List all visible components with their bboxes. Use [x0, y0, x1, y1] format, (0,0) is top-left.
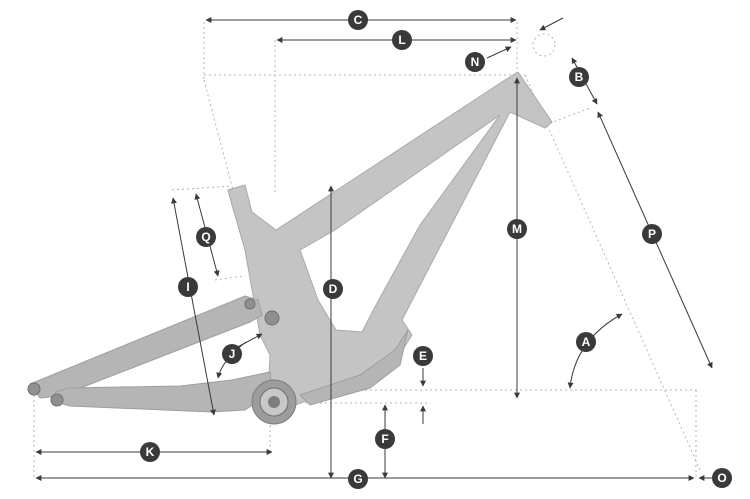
label-a: A: [576, 332, 596, 352]
svg-text:G: G: [353, 472, 362, 486]
svg-text:C: C: [354, 13, 363, 27]
label-i: I: [178, 277, 198, 297]
svg-text:P: P: [648, 227, 656, 241]
label-j: J: [222, 344, 242, 364]
svg-text:L: L: [398, 33, 405, 47]
svg-text:M: M: [512, 222, 522, 236]
label-f: F: [375, 429, 395, 449]
svg-text:O: O: [717, 471, 726, 485]
label-l: L: [392, 30, 412, 50]
label-m: M: [507, 219, 527, 239]
svg-text:F: F: [381, 432, 388, 446]
motor-cover: [299, 329, 409, 406]
svg-text:N: N: [471, 55, 480, 69]
svg-text:D: D: [329, 282, 338, 296]
pivot-link: [244, 298, 256, 310]
label-b: B: [569, 67, 589, 87]
label-q: Q: [196, 227, 216, 247]
rear-pivot: [50, 393, 64, 407]
svg-text:Q: Q: [201, 230, 210, 244]
label-o: O: [712, 468, 732, 488]
bike-frame: [27, 71, 553, 425]
svg-text:E: E: [419, 349, 427, 363]
svg-text:J: J: [229, 347, 236, 361]
crank-axle: [268, 396, 280, 408]
label-c: C: [348, 10, 368, 30]
svg-text:A: A: [582, 335, 591, 349]
label-n: N: [465, 52, 485, 72]
guide-lines: [33, 22, 701, 480]
rear-axle: [27, 382, 41, 396]
label-k: K: [140, 442, 160, 462]
svg-text:B: B: [575, 70, 584, 84]
svg-text:K: K: [146, 445, 155, 459]
label-d: D: [323, 279, 343, 299]
pivot-main: [264, 310, 280, 326]
label-p: P: [642, 224, 662, 244]
label-e: E: [413, 346, 433, 366]
label-g: G: [348, 469, 368, 489]
svg-text:I: I: [186, 280, 189, 294]
